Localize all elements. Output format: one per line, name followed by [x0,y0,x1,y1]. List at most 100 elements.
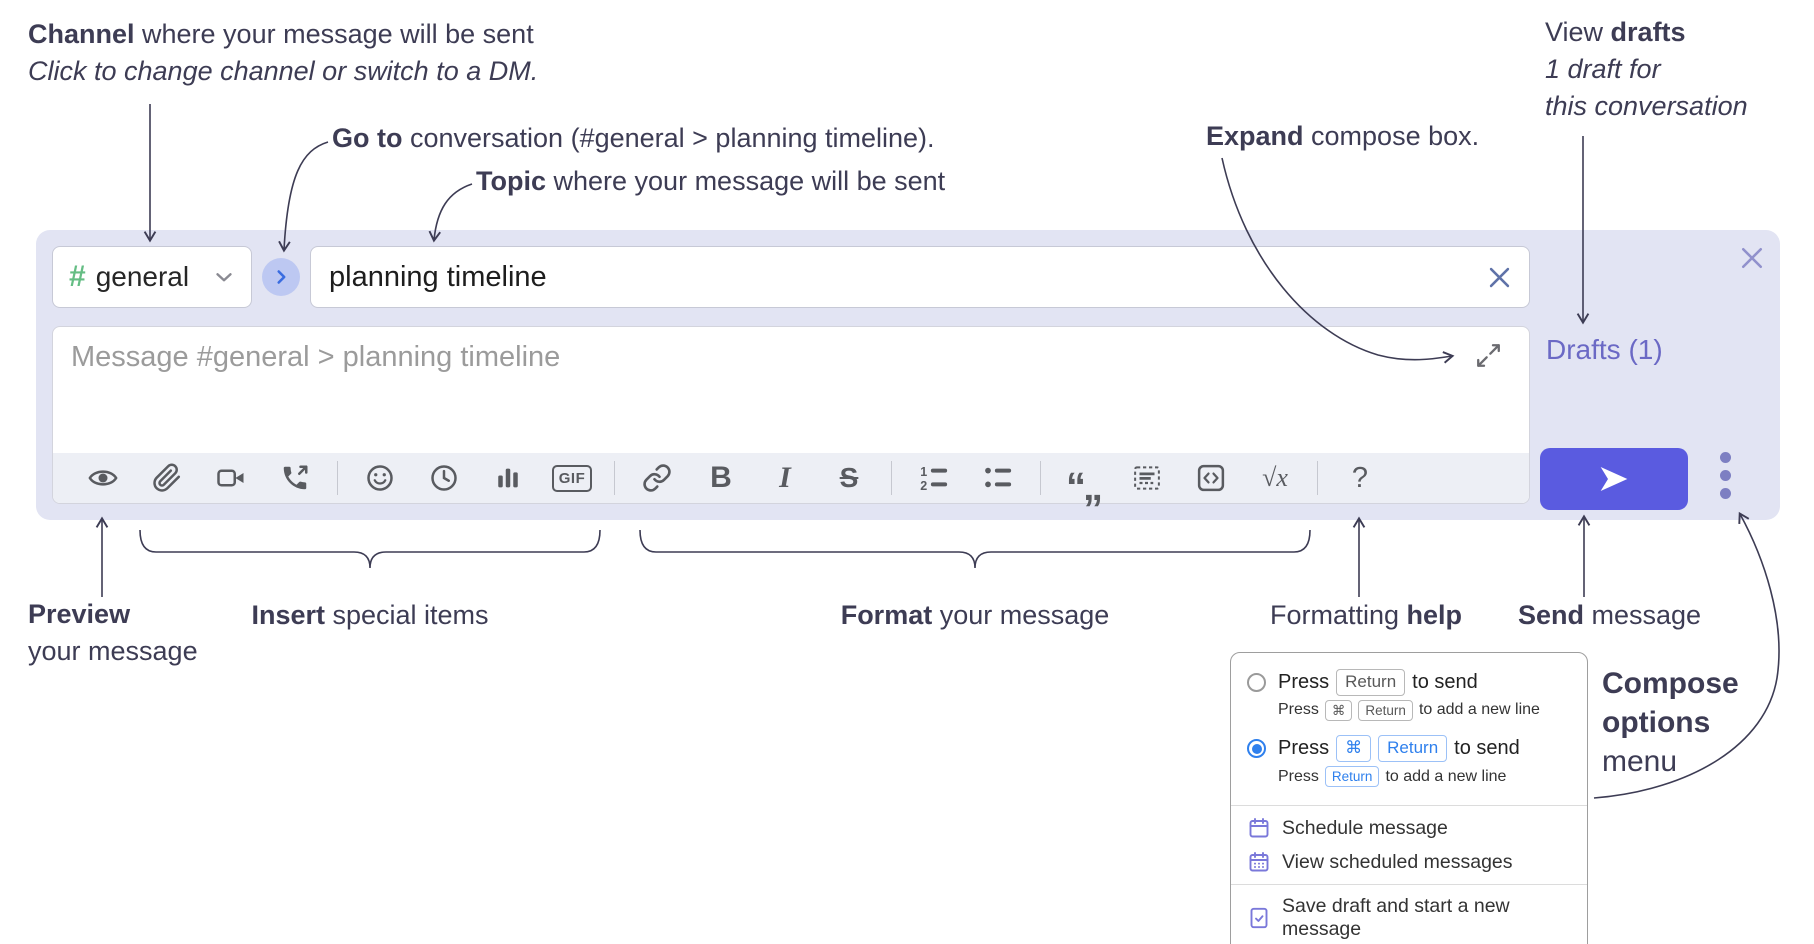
return-key: Return [1324,765,1380,788]
bulleted-list-icon[interactable] [966,456,1030,500]
topic-annotation-bold: Topic [476,166,546,196]
send-option-cmd-return[interactable]: Press ⌘ Return to send [1247,735,1571,762]
send-button[interactable] [1540,448,1688,510]
menu-divider [1231,805,1587,807]
send-annotation: Send message [1518,597,1701,634]
message-placeholder: Message #general > planning timeline [71,341,561,373]
insert-brace [139,529,601,569]
channel-annotation-line2: Click to change channel or switch to a D… [28,56,539,86]
expand-annotation: Expand compose box. [1206,118,1479,155]
preview-annotation: Preview your message [28,596,198,670]
italic-icon[interactable]: I [753,456,817,500]
quote-icon[interactable]: “„ [1051,456,1115,507]
view-drafts-pre: View [1545,17,1611,47]
compose-options-ellipsis[interactable] [1720,452,1734,499]
option-text: Press [1278,670,1330,693]
help-icon[interactable]: ? [1328,456,1392,500]
gif-icon[interactable]: GIF [540,456,604,500]
chevron-right-icon [270,266,292,288]
option-text: to send [1412,670,1478,693]
preview-annotation-line2: your message [28,636,198,666]
bold-icon[interactable]: B [689,456,753,500]
formatting-help-bold: help [1406,600,1463,630]
schedule-message-item[interactable]: Schedule message [1247,816,1571,840]
menu-item-label: View scheduled messages [1282,850,1513,873]
channel-selector[interactable]: # general [52,246,252,308]
menu-divider [1231,884,1587,886]
compose-options-menu: Press Return to send Press ⌘ Return to a… [1230,652,1588,944]
formatting-help-annotation: Formatting help [1270,597,1462,634]
link-icon[interactable] [625,456,689,500]
strikethrough-icon[interactable]: S [817,456,881,500]
emoji-icon[interactable] [348,456,412,500]
poll-icon[interactable] [476,456,540,500]
view-drafts-bold: drafts [1610,17,1686,47]
preview-icon[interactable] [71,456,135,500]
channel-hash-icon: # [69,260,86,293]
schedule-clock-icon[interactable] [412,456,476,500]
toolbar-divider [337,461,338,495]
return-key: Return [1378,735,1448,762]
clear-topic-icon[interactable] [1486,264,1513,291]
send-option-cmd-return-subtext: Press Return to add a new line [1278,765,1506,788]
schedule-message-icon [1247,816,1271,840]
help-icon-label: ? [1351,461,1369,494]
compose-box: # general planning timeline Message #gen… [36,230,1780,520]
topic-annotation: Topic where your message will be sent [476,163,945,200]
insert-annotation: Insert special items [251,597,488,634]
goto-annotation-bold: Go to [332,123,403,153]
save-draft-item[interactable]: Save draft and start a new message [1247,895,1571,941]
cmd-key: ⌘ [1336,735,1372,762]
strikethrough-icon-label: S [839,462,859,493]
option-text: Press [1278,737,1330,760]
preview-annotation-bold: Preview [28,599,131,629]
channel-annotation: Channel where your message will be sent … [28,16,538,90]
topic-input[interactable]: planning timeline [310,246,1530,308]
topic-annotation-rest: where your message will be sent [546,166,946,196]
math-icon-label: √x [1262,463,1288,492]
option-subtext: Press [1278,767,1319,785]
save-draft-icon [1247,906,1271,930]
bold-icon-label: B [710,461,732,494]
spoiler-icon[interactable] [1115,456,1179,500]
numbered-list-icon[interactable] [902,456,966,500]
go-to-conversation-button[interactable] [262,258,300,296]
topic-value: planning timeline [329,260,547,293]
drafts-link[interactable]: Drafts (1) [1546,334,1663,365]
menu-item-label: Save draft and start a new message [1282,895,1510,941]
radio-unselected-icon[interactable] [1247,673,1266,692]
video-call-icon[interactable] [199,456,263,500]
toolbar-divider [1040,461,1041,495]
audio-call-icon[interactable] [263,456,327,500]
view-drafts-annotation: View drafts 1 draft for this conversatio… [1545,14,1748,125]
radio-selected-icon[interactable] [1247,739,1266,759]
expand-annotation-rest: compose box. [1303,121,1480,151]
channel-annotation-bold: Channel [28,19,135,49]
view-drafts-line2: 1 draft for [1545,54,1661,84]
option-subtext: Press [1278,701,1319,719]
attach-file-icon[interactable] [135,456,199,500]
expand-compose-icon[interactable] [1474,341,1503,370]
italic-icon-label: I [779,461,791,494]
send-annotation-bold: Send [1518,600,1585,630]
code-icon[interactable] [1179,456,1243,500]
return-key: Return [1336,669,1406,696]
format-annotation: Format your message [841,597,1110,634]
view-scheduled-messages-item[interactable]: View scheduled messages [1247,850,1571,874]
insert-annotation-bold: Insert [251,600,325,630]
menu-item-label: Schedule message [1282,816,1448,839]
toolbar-divider [614,461,615,495]
close-compose-icon[interactable] [1738,244,1766,272]
view-scheduled-icon [1247,850,1271,874]
compose-options-line1: Compose [1602,667,1739,700]
message-area[interactable]: Message #general > planning timeline GIF… [52,326,1530,507]
math-icon[interactable]: √x [1243,456,1307,500]
toolbar-divider [1317,461,1318,495]
format-annotation-bold: Format [840,600,933,630]
send-option-return-subtext: Press ⌘ Return to add a new line [1278,699,1540,722]
send-plane-icon [1598,463,1630,495]
send-option-return[interactable]: Press Return to send [1247,669,1571,696]
view-drafts-line3: this conversation [1545,91,1748,121]
send-annotation-rest: message [1584,600,1702,630]
